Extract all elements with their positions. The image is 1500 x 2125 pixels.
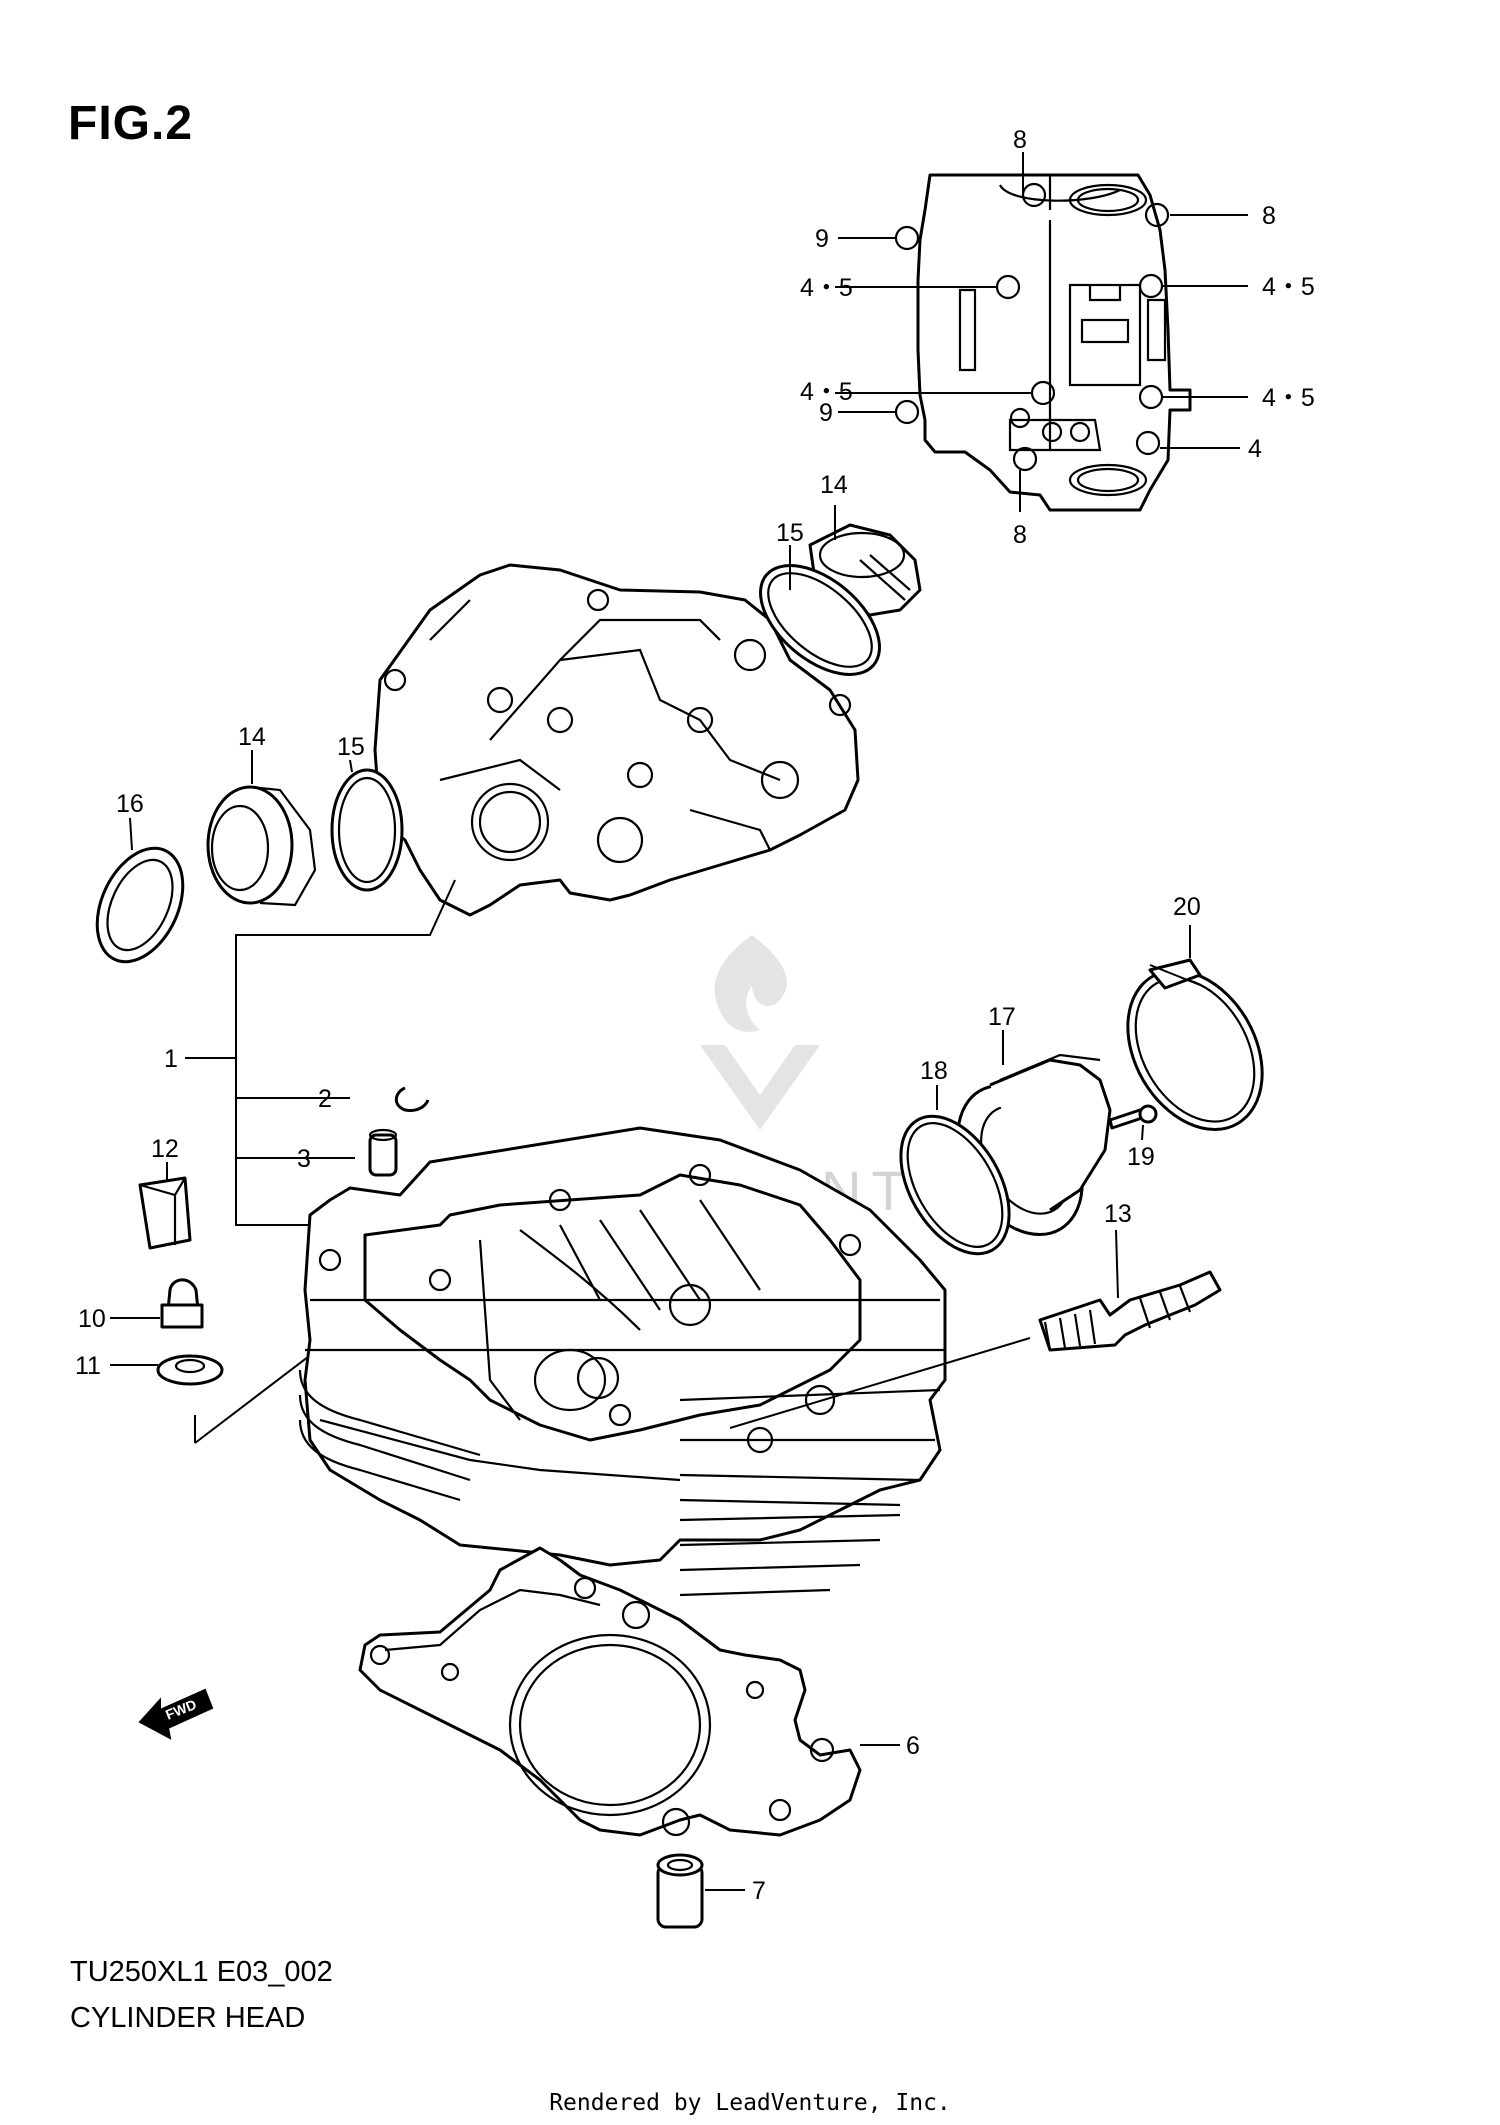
callout-16: 16	[116, 790, 144, 818]
callout-2: 2	[318, 1085, 332, 1113]
callout-4-5-left-bottom: 4・5	[800, 378, 853, 406]
assembly-bracket-1	[185, 879, 456, 1226]
figure-title: FIG.2	[68, 97, 194, 150]
callout-8-right: 8	[1262, 202, 1276, 230]
forward-arrow-icon: FWD	[138, 1688, 214, 1740]
cylinder-fins	[298, 1369, 901, 1597]
spark-plug-13	[1038, 1270, 1222, 1352]
callout-4-5-right-bottom: 4・5	[1262, 384, 1315, 412]
callout-9-bottom: 9	[819, 399, 833, 427]
cylinder-head-upper	[373, 563, 860, 917]
callout-18: 18	[920, 1057, 948, 1085]
callout-9-top: 9	[815, 225, 829, 253]
callout-1: 1	[164, 1045, 178, 1073]
callout-8-bottom: 8	[1013, 521, 1027, 549]
callout-14-top: 14	[820, 471, 848, 499]
dowel-pin-7	[656, 1853, 704, 1929]
cover-leader-lines	[835, 152, 1248, 512]
callout-20: 20	[1173, 893, 1201, 921]
head-gasket-6	[358, 1546, 862, 1837]
callout-7: 7	[752, 1877, 766, 1905]
callout-12: 12	[151, 1135, 179, 1163]
callout-15-top: 15	[776, 519, 804, 547]
cap-nut-10	[160, 1278, 204, 1329]
watermark-logo	[700, 935, 820, 1130]
callout-11: 11	[75, 1352, 101, 1380]
oil-seal-16	[95, 846, 185, 964]
callout-17: 17	[988, 1003, 1016, 1031]
callout-13: 13	[1104, 1200, 1132, 1228]
o-ring-top	[759, 564, 881, 676]
cap-12	[138, 1176, 192, 1250]
callout-4-5-left-top: 4・5	[800, 274, 853, 302]
callout-labels: 8 8 8 9 9 4・5 4・5 4・5 4・5 4 14 15 14 15 …	[75, 126, 1315, 1905]
intake-pipe-17	[956, 1053, 1112, 1237]
o-ring-left	[330, 768, 404, 892]
cylinder-head-lower	[298, 1126, 947, 1597]
cylinder-head-cover	[894, 173, 1192, 512]
callout-10: 10	[78, 1305, 106, 1333]
screw-19	[1108, 1104, 1158, 1130]
cover-bolt-holes	[894, 182, 1170, 472]
section-title: CYLINDER HEAD	[70, 2002, 306, 2034]
callout-8-top: 8	[1013, 126, 1027, 154]
dowel-pin-3	[368, 1128, 398, 1177]
circlip-2	[394, 1086, 430, 1112]
o-ring-18	[899, 1114, 1011, 1256]
rendered-by-credit: Rendered by LeadVenture, Inc.	[549, 2090, 951, 2116]
callout-6: 6	[906, 1732, 920, 1760]
callout-15-left: 15	[337, 733, 365, 761]
callout-19: 19	[1127, 1143, 1155, 1171]
hose-clamp-20	[1126, 958, 1264, 1131]
callout-14-left: 14	[238, 723, 266, 751]
callout-3: 3	[297, 1145, 311, 1173]
model-code: TU250XL1 E03_002	[70, 1956, 333, 1988]
callout-4: 4	[1248, 435, 1262, 463]
callout-4-5-right-top: 4・5	[1262, 273, 1315, 301]
washer-11	[156, 1354, 224, 1386]
inspection-cap-left	[206, 785, 317, 907]
